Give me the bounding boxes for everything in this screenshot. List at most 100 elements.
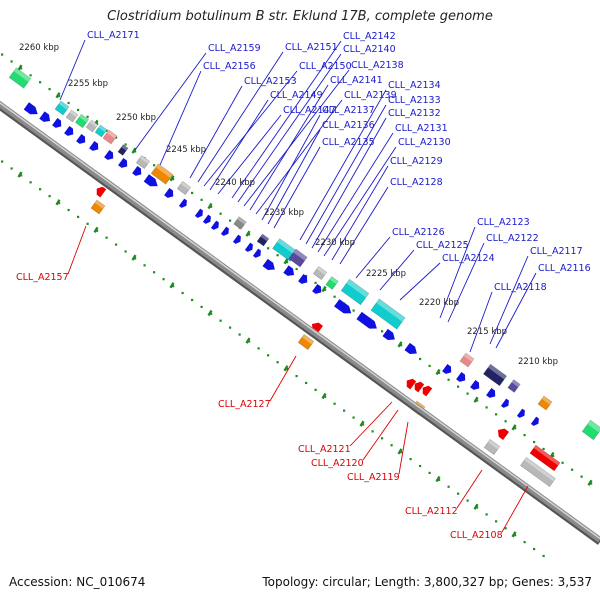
gene-arrow xyxy=(210,220,219,230)
gene-box xyxy=(529,444,561,472)
gene-box-shine xyxy=(346,279,369,298)
gene-feature xyxy=(442,364,452,374)
ruler-dot xyxy=(324,288,327,291)
ruler-dot xyxy=(504,420,507,423)
gene-feature xyxy=(356,311,377,329)
gene-feature xyxy=(334,299,352,314)
gene-box-shine xyxy=(121,144,129,151)
ruler-dot xyxy=(362,423,365,426)
ruler-tick xyxy=(511,531,517,538)
ruler-tick xyxy=(435,475,441,483)
gene-feature xyxy=(104,150,114,160)
forward-gene-label: CLL_A2140 xyxy=(343,44,396,55)
gene-feature xyxy=(482,363,508,387)
forward-gene-label: CLL_A2132 xyxy=(388,108,441,119)
gene-feature xyxy=(76,134,86,144)
gene-box xyxy=(483,439,501,455)
gene-arrow xyxy=(262,258,275,270)
ruler-dot xyxy=(267,354,270,357)
gene-box-shine xyxy=(139,155,150,164)
map-title: Clostridium botulinum B str. Eklund 17B,… xyxy=(107,9,493,24)
ruler-dot xyxy=(419,357,422,361)
ruler-dot xyxy=(210,205,213,208)
ruler-dot xyxy=(381,330,384,333)
forward-gene-label: CLL_A2150 xyxy=(299,61,352,72)
forward-callout xyxy=(439,226,476,319)
forward-callout xyxy=(231,40,342,199)
gene-feature xyxy=(486,388,496,398)
ruler-dot xyxy=(542,447,545,451)
ruler-dot xyxy=(172,178,175,181)
forward-callout xyxy=(469,291,493,353)
ruler-dot xyxy=(1,160,4,163)
gene-feature xyxy=(135,154,151,170)
ruler-dot xyxy=(248,233,251,236)
ruler-dot xyxy=(20,67,23,70)
gene-arrow xyxy=(334,299,352,314)
gene-feature xyxy=(143,174,158,187)
gene-feature xyxy=(516,408,525,418)
gene-feature xyxy=(244,242,253,252)
gene-arrow xyxy=(164,188,174,198)
gene-feature xyxy=(74,113,90,129)
gene-feature xyxy=(483,439,501,455)
ruler-dot xyxy=(10,167,13,170)
gene-feature xyxy=(529,444,561,472)
gene-arrow xyxy=(104,150,114,160)
ruler-dot xyxy=(295,267,298,271)
gene-feature xyxy=(340,278,370,306)
ruler-tick xyxy=(131,254,137,261)
ruler-dot xyxy=(352,416,355,419)
ruler-dot xyxy=(457,492,460,495)
ruler-dot xyxy=(466,392,469,395)
ruler-dot xyxy=(143,264,146,267)
ruler-tick xyxy=(55,199,61,206)
gene-box xyxy=(90,199,106,215)
ruler-dot xyxy=(210,312,213,315)
reverse-gene-label: CLL_A2127 xyxy=(218,399,271,410)
forward-callout xyxy=(495,272,537,349)
gene-arrow xyxy=(470,380,480,390)
kbp-label: 2245 kbp xyxy=(166,145,206,155)
gene-feature xyxy=(370,298,406,330)
ruler-dot xyxy=(248,340,251,343)
gene-arrow xyxy=(382,328,395,340)
gene-box xyxy=(288,248,308,268)
forward-gene-label: CLL_A2116 xyxy=(538,263,591,274)
gene-box xyxy=(581,419,600,441)
gene-arrow xyxy=(298,274,308,284)
gene-box xyxy=(340,278,370,306)
forward-callout xyxy=(305,104,387,245)
ruler-dot xyxy=(39,188,42,191)
backbone xyxy=(0,100,600,545)
ruler-dot xyxy=(86,115,89,118)
gene-arrow xyxy=(118,158,128,168)
forward-callout xyxy=(489,255,529,345)
forward-gene-label: CLL_A2118 xyxy=(494,282,547,293)
ruler-dot xyxy=(276,254,279,257)
ruler-dot xyxy=(29,74,32,77)
gene-arrow xyxy=(96,186,107,198)
ruler-dot xyxy=(96,229,99,232)
gene-arrow xyxy=(312,284,322,294)
ruler-dot xyxy=(447,378,450,381)
reverse-callout xyxy=(67,225,87,275)
ruler-dot xyxy=(172,285,175,288)
ruler-dot xyxy=(495,520,498,523)
accession-text: Accession: NC_010674 xyxy=(9,575,146,589)
gene-box xyxy=(176,180,192,196)
ruler-dot xyxy=(58,201,61,205)
gene-box-shine xyxy=(293,249,308,261)
ruler-tick xyxy=(283,258,289,265)
ruler-dot xyxy=(343,409,346,412)
ruler-dot xyxy=(200,305,203,308)
gene-feature xyxy=(459,352,475,368)
ruler-dot xyxy=(400,451,403,454)
ruler-dot xyxy=(267,247,270,250)
gene-feature xyxy=(283,265,295,276)
ruler-dot xyxy=(495,413,498,416)
gene-box-shine xyxy=(94,200,105,209)
forward-gene-label: CLL_A2139 xyxy=(344,90,397,101)
reverse-gene-label: CLL_A2119 xyxy=(347,472,400,483)
